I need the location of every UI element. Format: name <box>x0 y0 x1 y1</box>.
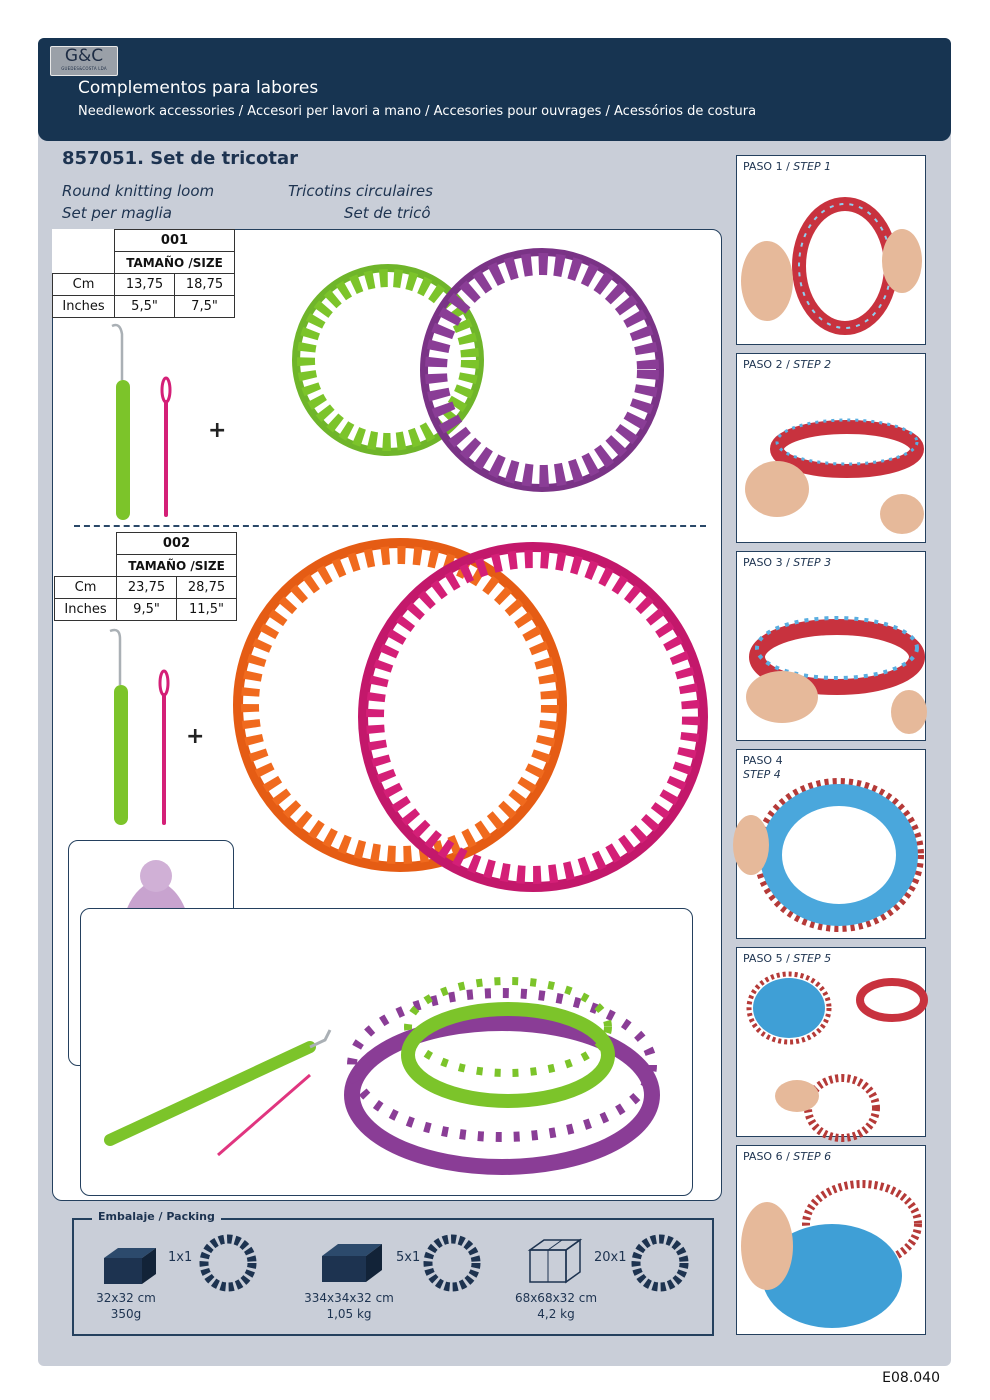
step-6-image <box>741 1180 922 1328</box>
loom-ring-icon <box>199 1234 257 1292</box>
pack-dims-1: 32x32 cm 350g <box>96 1291 156 1321</box>
loom-ring-icon <box>423 1234 481 1292</box>
step-3-image <box>746 616 927 734</box>
step-2-image <box>745 418 924 534</box>
step-1-image <box>741 197 922 335</box>
reference-code: E08.040 <box>882 1370 940 1386</box>
step-panel-2: PASO 2 / STEP 2 <box>736 353 926 543</box>
company-logo: G&C GUEDES&COSTA LDA <box>50 46 118 76</box>
product-name-it: Set per maglia <box>62 204 172 222</box>
box-icon <box>322 1244 382 1282</box>
packing-box <box>72 1218 714 1336</box>
pack-mult-2: 5x1 <box>396 1250 421 1265</box>
step-panel-5: PASO 5 / STEP 5 <box>736 947 928 1142</box>
product-name-pt: Set de tricô <box>344 204 431 222</box>
looms-stacked-image <box>104 977 660 1175</box>
product-name-en: Round knitting loom <box>62 182 215 200</box>
section-divider <box>74 525 706 527</box>
header-title: Complementos para labores <box>78 78 319 98</box>
looms-set-001 <box>292 248 664 492</box>
product-name-fr: Tricotins circulaires <box>288 182 433 200</box>
step-panel-3: PASO 3 / STEP 3 <box>736 551 927 741</box>
looms-set-002 <box>233 538 708 892</box>
logo-mark: G&C <box>64 46 104 66</box>
pack-dims-3: 68x68x32 cm 4,2 kg <box>514 1291 598 1321</box>
logo-subtext: GUEDES&COSTA LDA <box>61 66 107 71</box>
product-title: 857051. Set de tricotar <box>62 148 298 169</box>
plus-sign-002: + <box>186 724 205 749</box>
step-panel-6: PASO 6 / STEP 6 <box>736 1145 926 1335</box>
header-subtitle: Needlework accessories / Accesori per la… <box>78 104 757 119</box>
carton-box-icon <box>527 1238 583 1284</box>
pack-mult-3: 20x1 <box>594 1250 627 1265</box>
step-panel-1: PASO 1 / STEP 1 <box>736 155 926 345</box>
crochet-hook-and-needle-002 <box>109 628 170 825</box>
plus-sign-001: + <box>208 418 227 443</box>
size-header-002: TAMAÑO /SIZE <box>116 554 237 577</box>
step-4-image <box>733 778 924 932</box>
pack-mult-1: 1x1 <box>168 1250 193 1265</box>
header-banner: G&C GUEDES&COSTA LDA Complementos para l… <box>38 38 951 141</box>
size-header-001: TAMAÑO /SIZE <box>114 251 235 274</box>
crochet-hook-and-needle-001 <box>111 323 172 520</box>
loom-ring-icon <box>631 1234 689 1292</box>
set-code-001: 001 <box>114 229 235 252</box>
step-5-image <box>746 971 928 1142</box>
pack-dims-2: 334x34x32 cm 1,05 kg <box>304 1291 394 1321</box>
box-icon <box>104 1248 156 1284</box>
packing-label: Embalaje / Packing <box>92 1210 221 1223</box>
